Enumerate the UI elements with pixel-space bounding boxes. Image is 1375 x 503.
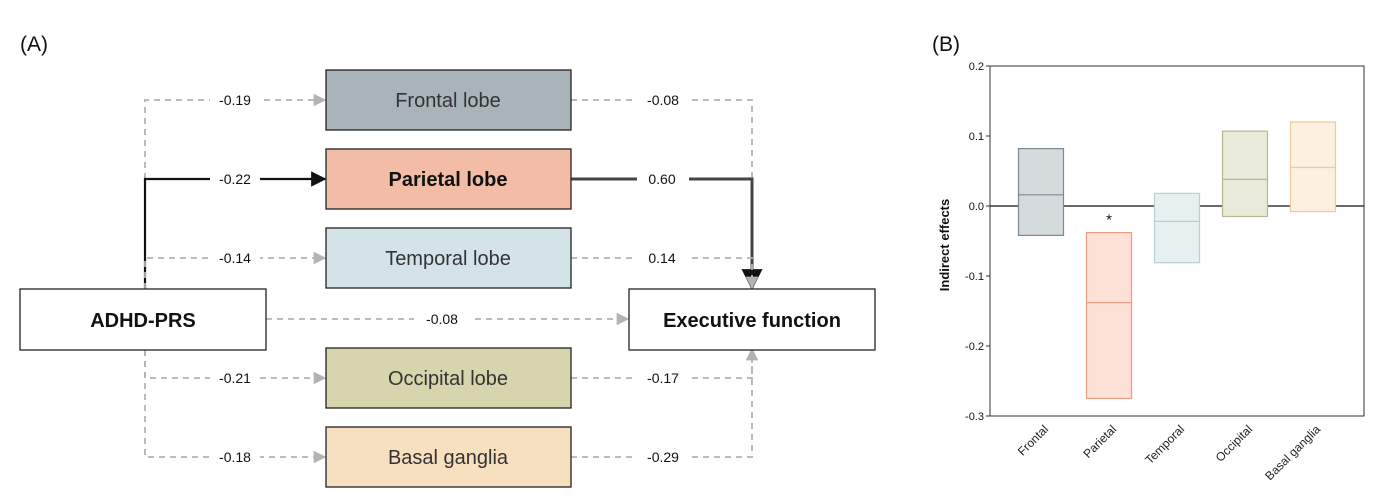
mediator-node-temporal: Temporal lobe	[325, 227, 572, 289]
b-path-edge	[571, 177, 763, 291]
a-path-coef: -0.14	[219, 250, 251, 266]
a-path-labels: -0.19 -0.22 -0.14 -0.21 -0.18	[210, 91, 260, 466]
target-node: Executive function	[628, 288, 876, 351]
direct-path-coef: -0.08	[426, 311, 458, 327]
source-node: ADHD-PRS	[19, 288, 267, 351]
y-axis-label: Indirect effects	[937, 199, 952, 291]
interval-box	[1221, 130, 1269, 218]
significance-marker: *	[1106, 212, 1112, 229]
interval-box	[1085, 232, 1133, 400]
a-path-coef: -0.18	[219, 449, 251, 465]
y-tick-label: 0.0	[969, 201, 984, 213]
b-path-coef: -0.29	[647, 449, 679, 465]
mediator-label: Frontal lobe	[395, 90, 501, 112]
x-tick-label: Temporal	[1142, 422, 1187, 467]
a-path-edge	[143, 171, 327, 289]
b-path-edge	[571, 99, 753, 288]
x-tick-label: Frontal	[1015, 422, 1051, 458]
interval-box	[1017, 148, 1065, 237]
y-tick-label: 0.1	[969, 131, 984, 143]
b-path-labels: -0.08 0.60 0.14 -0.17 -0.29	[637, 91, 689, 466]
a-path-coef: -0.19	[219, 92, 251, 108]
mediator-node-basal-ganglia: Basal ganglia	[325, 426, 572, 488]
b-path-coef: 0.60	[648, 171, 675, 187]
b-path-coef: -0.08	[647, 92, 679, 108]
b-path-coef: 0.14	[648, 250, 675, 266]
source-node-label: ADHD-PRS	[90, 310, 196, 332]
b-path-edge	[571, 347, 759, 458]
mediator-label: Occipital lobe	[388, 368, 508, 390]
y-tick-label: -0.3	[965, 411, 984, 423]
y-tick-label: -0.1	[965, 271, 984, 283]
x-tick-label: Parietal	[1080, 422, 1119, 461]
a-path-edge	[144, 93, 327, 289]
a-path-coef: -0.21	[219, 370, 251, 386]
interval-box	[1153, 192, 1201, 264]
interval-box	[1289, 121, 1337, 213]
y-tick-label: 0.2	[969, 61, 984, 73]
x-tick-label: Basal ganglia	[1262, 422, 1323, 483]
a-path-coef: -0.22	[219, 171, 251, 187]
x-tick-label: Occipital	[1213, 422, 1255, 464]
path-edges	[143, 93, 763, 464]
mediator-node-frontal: Frontal lobe	[325, 69, 572, 131]
panel-a-label: (A)	[20, 33, 48, 56]
mediator-label: Basal ganglia	[388, 447, 509, 469]
plot-frame	[989, 65, 1365, 417]
mediator-label: Parietal lobe	[389, 169, 508, 191]
a-path-edge	[144, 350, 327, 464]
b-path-coef: -0.17	[647, 370, 679, 386]
b-path-edge	[571, 257, 759, 290]
mediator-label: Temporal lobe	[385, 248, 511, 270]
target-node-label: Executive function	[663, 310, 841, 332]
panel-b-label: (B)	[932, 33, 960, 56]
panel-a: (A) ADHD-PRS Executive function -0.08 Fr…	[19, 33, 876, 488]
mediator-node-parietal: Parietal lobe	[325, 148, 572, 210]
mediator-node-occipital: Occipital lobe	[325, 347, 572, 409]
panel-b: (B) Indirect effects -0.3 -0.2 -0.1 0.0 0.1 0…	[932, 33, 1365, 483]
y-tick-label: -0.2	[965, 341, 984, 353]
